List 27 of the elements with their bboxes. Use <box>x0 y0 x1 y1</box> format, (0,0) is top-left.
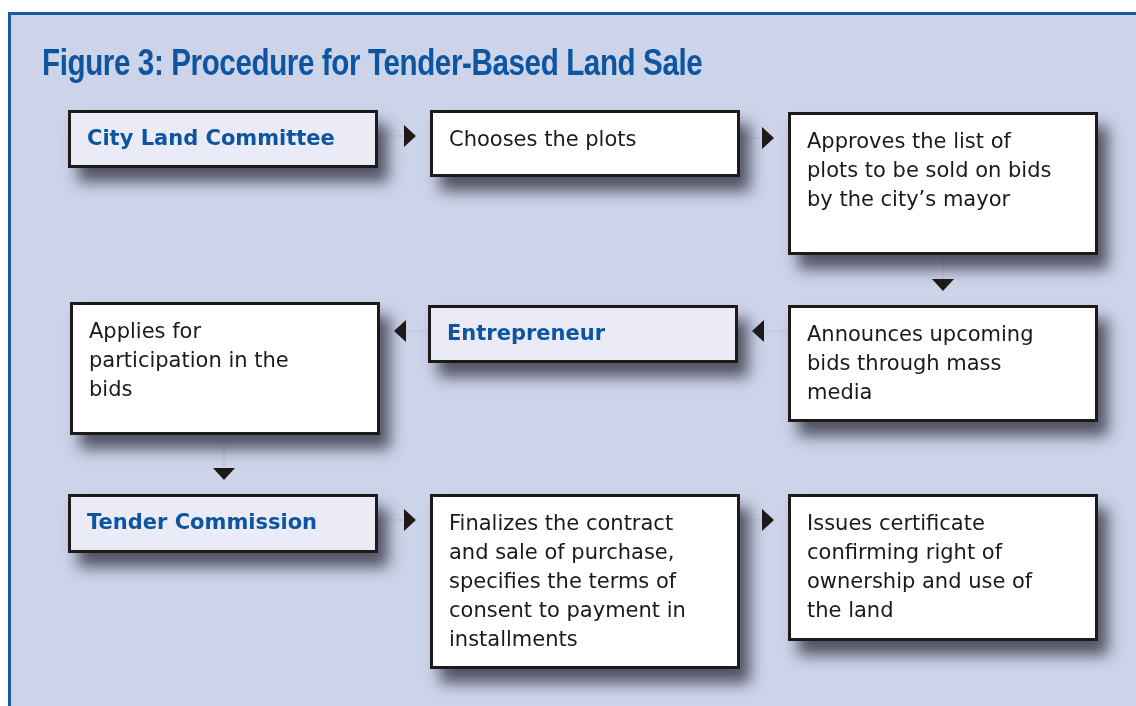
actor-box <box>68 494 378 553</box>
arrow <box>739 509 775 531</box>
step-text: Chooses the plots <box>449 126 638 153</box>
arrow <box>393 320 429 342</box>
step-box <box>788 305 1098 422</box>
arrow <box>751 320 789 342</box>
arrow <box>377 509 417 531</box>
actor-box <box>428 305 738 363</box>
step-text: Approves the list of plots to be sold on bids by the city’s mayor <box>807 128 1053 213</box>
actor-name: Tender Commission <box>87 509 319 536</box>
arrow <box>213 434 235 481</box>
actor-box <box>68 110 378 168</box>
actor-name: City Land Committee <box>87 125 336 152</box>
arrow <box>739 127 775 149</box>
step-box <box>430 110 740 177</box>
actor-name: Entrepreneur <box>447 320 607 347</box>
step-text: Finalizes the contract and sale of purchase, specifies the terms of consent to payment in installments <box>449 510 687 653</box>
step-box <box>70 302 380 435</box>
step-box <box>788 494 1098 641</box>
arrow <box>377 125 417 147</box>
step-box <box>430 494 740 669</box>
step-text: Announces upcoming bids through mass media <box>807 321 1035 406</box>
step-box <box>788 112 1098 255</box>
step-text: Applies for participation in the bids <box>89 318 290 403</box>
figure-title: Figure 3: Procedure for Tender-Based Land Sale <box>42 42 703 84</box>
step-text: Issues certificate confirming right of ownership and use of the land <box>807 510 1034 624</box>
arrow <box>932 254 954 292</box>
